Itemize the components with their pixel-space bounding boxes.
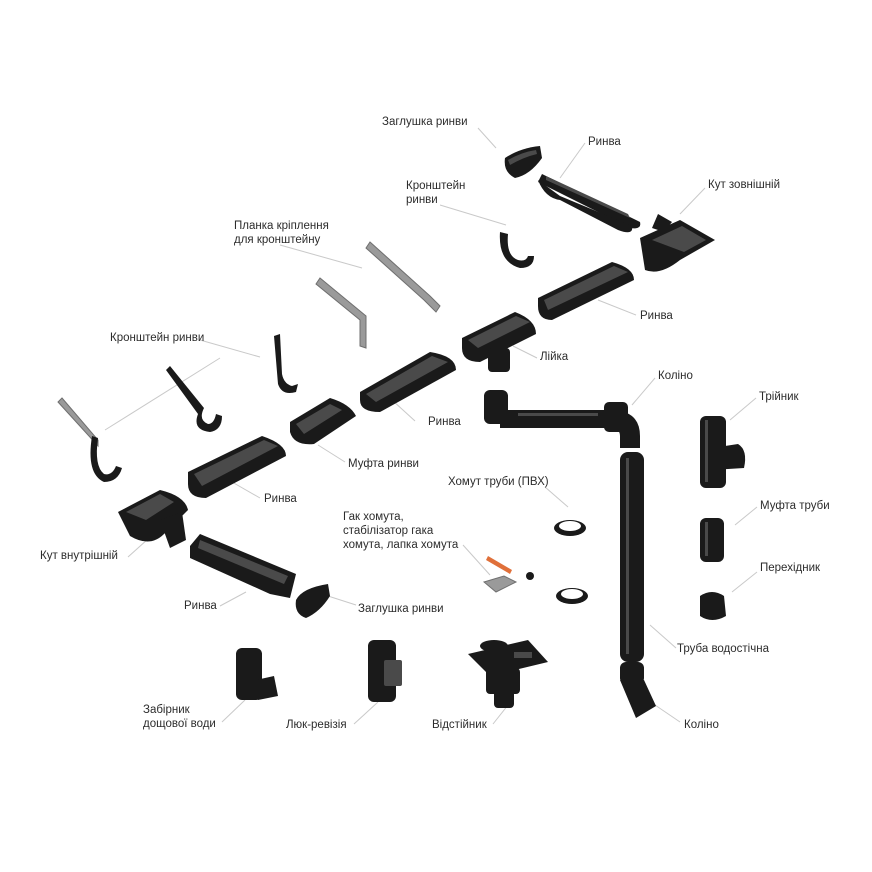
label-bracket-left: Кронштейн ринви	[110, 332, 204, 344]
gutter-center-icon	[360, 352, 456, 412]
gutter-cap-top-icon	[504, 146, 542, 178]
label-elbow-bottom: Коліно	[684, 719, 719, 731]
label-tee: Трійник	[759, 391, 800, 403]
tee-icon	[700, 416, 746, 488]
gutter-left-icon	[188, 436, 286, 498]
label-elbow-top: Коліно	[658, 370, 693, 382]
gutter-outlet-icon	[462, 312, 536, 372]
label-bracket-top-2: ринви	[406, 194, 438, 206]
label-coupling-gutter: Муфта ринви	[348, 458, 419, 470]
label-clamp-hook-1: Гак хомута,	[343, 511, 404, 523]
elbow-bottom-icon	[620, 662, 656, 718]
label-pipe-clamp: Хомут труби (ПВХ)	[448, 476, 549, 488]
label-settler: Відстійник	[432, 719, 488, 731]
label-outlet: Лійка	[540, 351, 569, 363]
gutter-cap-bottom-icon	[295, 584, 330, 618]
reducer-icon	[700, 592, 726, 620]
label-gutter-mid-right: Ринва	[640, 310, 673, 322]
settler-icon	[468, 640, 548, 708]
label-downpipe: Труба водостічна	[677, 643, 770, 655]
label-pipe-coupling: Муфта труби	[760, 500, 830, 512]
inspection-hatch-icon	[368, 640, 402, 702]
label-inner-corner: Кут внутрішній	[40, 550, 118, 562]
inner-corner-icon	[118, 490, 188, 548]
label-outer-corner: Кут зовнішній	[708, 179, 780, 191]
gutter-top-icon	[538, 174, 641, 233]
outer-corner-icon	[640, 214, 715, 272]
label-gutter-bottom: Ринва	[184, 600, 217, 612]
label-gutter-left: Ринва	[264, 493, 297, 505]
label-clamp-hook-3: хомута, лапка хомута	[343, 539, 459, 551]
label-gutter-center: Ринва	[428, 416, 461, 428]
label-gutter-top: Ринва	[588, 136, 621, 148]
label-reducer: Перехідник	[760, 562, 821, 574]
gutter-bracket-left-icon	[57, 334, 298, 482]
pipe-coupling-icon	[700, 518, 724, 562]
pipe-clamp-icon	[554, 520, 588, 604]
bracket-plate-icon	[315, 241, 441, 349]
label-clamp-hook-2: стабілізатор гака	[343, 525, 434, 537]
label-gutter-cap-top: Заглушка ринви	[382, 116, 468, 128]
clamp-hook-set-icon	[482, 556, 534, 593]
label-rain-collector-1: Забірник	[143, 704, 191, 716]
downpipe-icon	[620, 452, 644, 662]
gutter-mid-right-icon	[538, 262, 634, 320]
gutter-bottom-icon	[190, 534, 296, 598]
labels: Заглушка ринви Ринва Кут зовнішній Кронш…	[40, 116, 830, 731]
label-inspection-hatch: Люк-ревізія	[286, 719, 347, 731]
rain-collector-icon	[236, 648, 278, 700]
label-rain-collector-2: дощової води	[143, 718, 216, 730]
leader-lines	[104, 127, 758, 725]
label-gutter-cap-bottom: Заглушка ринви	[358, 603, 444, 615]
label-plate-1: Планка кріплення	[234, 220, 329, 232]
gutter-bracket-top-icon	[499, 232, 534, 268]
gutter-coupling-icon	[290, 398, 356, 445]
elbow-top-icon	[484, 390, 640, 448]
label-plate-2: для кронштейну	[234, 234, 321, 246]
label-bracket-top-1: Кронштейн	[406, 180, 465, 192]
